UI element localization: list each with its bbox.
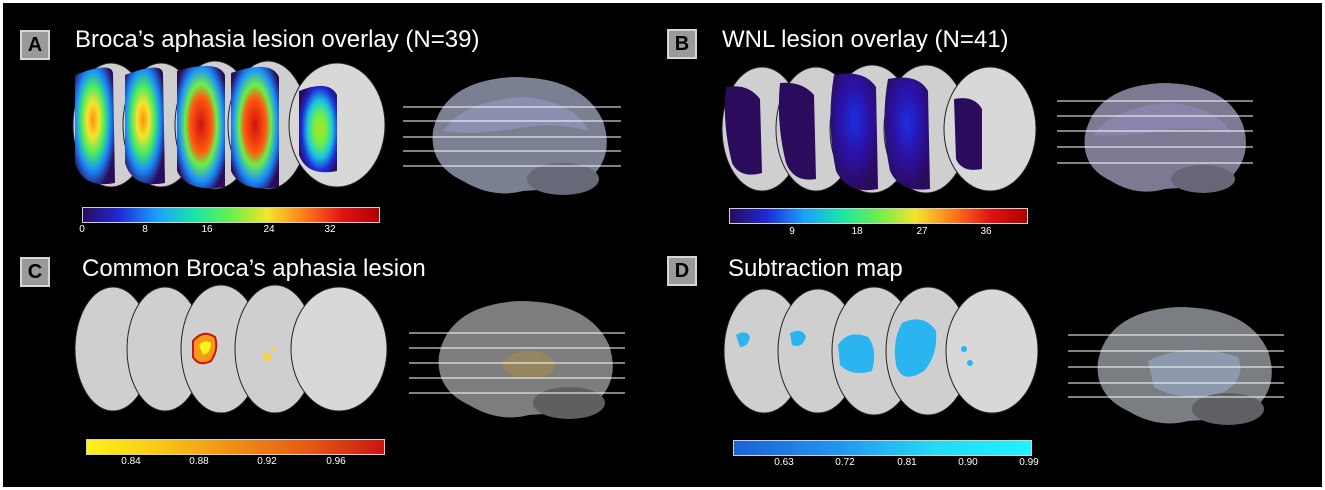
figure-frame: A Broca’s aphasia lesion overlay (N=39) — [3, 3, 1322, 487]
colorbar-tick: 0.63 — [774, 457, 794, 468]
colorbar-a — [82, 207, 380, 223]
colorbar-tick: 32 — [324, 224, 336, 235]
panel-c-letter: C — [20, 257, 50, 287]
colorbar-tick: 36 — [980, 226, 992, 237]
colorbar-d — [733, 440, 1032, 456]
colorbar-tick: 9 — [789, 226, 795, 237]
slice-d-5 — [945, 288, 1039, 414]
colorbar-tick: 27 — [916, 226, 928, 237]
panel-c: C Common Broca’s aphasia lesion — [3, 245, 662, 487]
brain-3d-render-d — [1068, 307, 1284, 425]
slice-b-4 — [883, 64, 969, 194]
panel-d: D Subtraction map — [652, 245, 1311, 487]
brain-3d-render-a — [403, 77, 621, 195]
axial-slices-d — [723, 286, 1039, 416]
colorbar-tick: 18 — [851, 226, 863, 237]
colorbar-tick: 24 — [263, 224, 275, 235]
colorbar-tick: 0.84 — [121, 456, 141, 467]
colorbar-c — [86, 439, 385, 455]
colorbar-b — [729, 208, 1028, 224]
axial-slices-a — [72, 60, 386, 190]
colorbar-tick: 0.96 — [326, 456, 346, 467]
colorbar-tick: 0.72 — [835, 457, 855, 468]
colorbar-tick: 0.99 — [1019, 457, 1039, 468]
colorbar-tick: 0.90 — [958, 457, 978, 468]
panel-b: B WNL lesion overlay (N=41) — [652, 3, 1311, 245]
slice-a-4 — [227, 60, 309, 190]
brain-3d-render-b — [1057, 83, 1253, 193]
slice-b-5 — [943, 66, 1037, 192]
brain-3d-render-c — [409, 301, 625, 419]
axial-slices-c — [74, 284, 388, 414]
slice-a-5 — [288, 62, 386, 188]
panel-b-letter: B — [667, 29, 697, 59]
colorbar-tick: 0.81 — [897, 457, 917, 468]
colorbar-tick: 16 — [201, 224, 213, 235]
colorbar-tick: 0 — [79, 224, 85, 235]
colorbar-tick: 0.88 — [189, 456, 209, 467]
slice-c-5 — [290, 286, 388, 412]
panel-a-letter: A — [20, 30, 50, 60]
panel-a: A Broca’s aphasia lesion overlay (N=39) — [3, 3, 662, 245]
panel-d-letter: D — [667, 256, 697, 286]
colorbar-tick: 8 — [142, 224, 148, 235]
panel-c-title: Common Broca’s aphasia lesion — [82, 255, 426, 282]
panel-a-title: Broca’s aphasia lesion overlay (N=39) — [75, 26, 480, 53]
axial-slices-b — [721, 64, 1037, 194]
colorbar-tick: 0.92 — [257, 456, 277, 467]
panel-d-title: Subtraction map — [728, 255, 903, 282]
panel-b-title: WNL lesion overlay (N=41) — [722, 26, 1009, 53]
